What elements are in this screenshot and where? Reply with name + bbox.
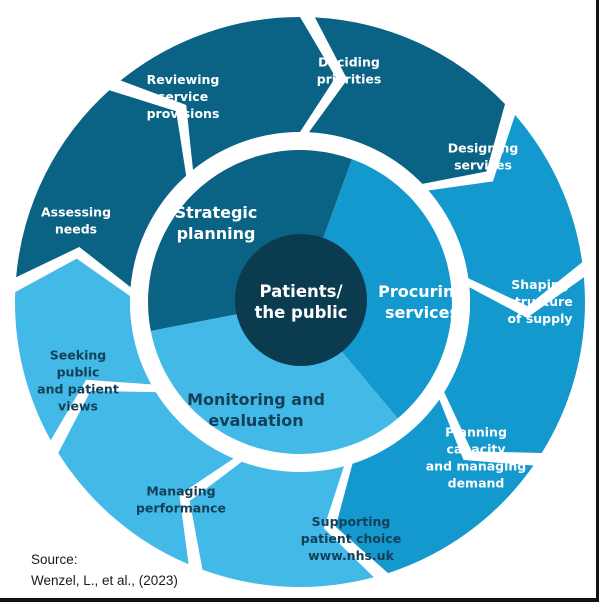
step-planning-capacity-managing-demand: Planning capacity and managing demand <box>335 399 534 574</box>
step-label-deciding-priorities-line: priorities <box>317 72 382 87</box>
step-label-deciding-priorities-line: Deciding <box>318 55 380 70</box>
center-label-line: Patients/ <box>260 282 344 301</box>
stage-label-monitoring-evaluation-line: Monitoring and <box>187 390 325 409</box>
source-note: Source: Wenzel, L., et al., (2023) <box>31 549 178 591</box>
step-managing-performance: Managing performance <box>58 390 234 565</box>
stage-label-strategic-planning: Strategic planning <box>175 203 258 243</box>
step-label-shaping-structure-of-supply-line: Shaping <box>511 277 568 292</box>
center-hub: Patients/the public <box>235 234 367 366</box>
step-label-planning-capacity-managing-demand-line: Planning <box>445 424 507 439</box>
step-label-planning-capacity-managing-demand: Planning capacity and managing demand <box>426 424 527 490</box>
step-supporting-patient-choice: Supporting patient choice www.nhs.uk <box>189 461 401 588</box>
step-label-supporting-patient-choice: Supporting patient choice www.nhs.uk <box>301 514 401 563</box>
step-label-seeking-public-patient-views-line: and patient <box>37 381 119 396</box>
arrow-planning-capacity-managing-demand <box>335 399 534 574</box>
step-label-designing-services: Designing services <box>448 140 519 172</box>
stage-procuring-services: Procuring services <box>300 159 466 419</box>
step-label-planning-capacity-managing-demand-line: demand <box>448 475 505 490</box>
step-label-shaping-structure-of-supply: Shaping structure of supply <box>507 277 572 326</box>
stage-label-procuring-services: Procuring services <box>378 282 466 322</box>
stage-label-strategic-planning-line: Strategic <box>175 203 258 222</box>
arrow-shaping-structure-of-supply <box>444 277 585 453</box>
source-label: Source: <box>31 552 78 567</box>
step-label-managing-performance-line: Managing <box>146 483 215 498</box>
step-label-designing-services-line: services <box>454 157 512 172</box>
step-label-assessing-needs-line: needs <box>55 221 97 236</box>
step-seeking-public-patient-views: Seeking public and patient views <box>15 258 152 441</box>
step-label-seeking-public-patient-views-line: public <box>57 364 100 379</box>
step-label-deciding-priorities: Deciding priorities <box>317 55 382 87</box>
stage-label-monitoring-evaluation-line: evaluation <box>208 411 303 430</box>
step-label-reviewing-service-provisions-line: Reviewing <box>147 72 220 87</box>
step-label-supporting-patient-choice-line: Supporting <box>312 514 391 529</box>
step-label-designing-services-line: Designing <box>448 140 519 155</box>
stage-label-strategic-planning-line: planning <box>177 224 256 243</box>
step-reviewing-service-provisions: Reviewing service provisions <box>120 16 336 170</box>
stage-label-procuring-services-line: services <box>385 303 459 322</box>
step-label-seeking-public-patient-views-line: views <box>58 398 98 413</box>
arrow-designing-services <box>428 115 583 306</box>
step-label-shaping-structure-of-supply-line: structure <box>507 294 572 309</box>
step-label-shaping-structure-of-supply-line: of supply <box>507 311 572 326</box>
sector-procuring-services <box>300 159 452 419</box>
step-designing-services: Designing services <box>428 115 583 306</box>
step-label-seeking-public-patient-views-line: Seeking <box>50 347 106 362</box>
step-label-reviewing-service-provisions-line: provisions <box>147 106 220 121</box>
arrow-assessing-needs <box>16 90 187 288</box>
stage-monitoring-evaluation: Monitoring and evaluation <box>150 302 398 454</box>
step-label-assessing-needs: Assessing needs <box>41 204 111 236</box>
stage-label-procuring-services-line: Procuring <box>378 282 466 301</box>
step-shaping-structure-of-supply: Shaping structure of supply <box>444 277 585 453</box>
arrow-reviewing-service-provisions <box>120 16 336 170</box>
step-label-reviewing-service-provisions: Reviewing service provisions <box>147 72 220 121</box>
step-label-reviewing-service-provisions-line: service <box>158 89 208 104</box>
sector-monitoring-evaluation <box>150 302 398 454</box>
outer-steps-ring: Assessing needs Reviewing service provisions… <box>15 16 585 588</box>
stage-label-monitoring-evaluation: Monitoring and evaluation <box>187 390 325 430</box>
step-label-supporting-patient-choice-line: patient choice <box>301 531 401 546</box>
arrow-seeking-public-patient-views <box>15 258 152 441</box>
step-assessing-needs: Assessing needs <box>16 90 187 288</box>
step-label-planning-capacity-managing-demand-line: capacity <box>446 441 505 456</box>
arrow-deciding-priorities <box>308 17 505 184</box>
step-label-managing-performance-line: performance <box>136 501 226 516</box>
center-label: Patients/the public <box>254 282 347 322</box>
source-citation: Wenzel, L., et al., (2023) <box>31 573 178 588</box>
arrow-supporting-patient-choice <box>189 461 374 588</box>
step-label-planning-capacity-managing-demand-line: and managing <box>426 458 527 473</box>
center-circle <box>235 234 367 366</box>
arrow-managing-performance <box>58 390 234 565</box>
step-deciding-priorities: Deciding priorities <box>308 17 505 184</box>
step-label-assessing-needs-line: Assessing <box>41 204 111 219</box>
center-label-line: the public <box>254 303 347 322</box>
step-label-managing-performance: Managing performance <box>136 483 226 515</box>
step-label-supporting-patient-choice-line: www.nhs.uk <box>308 548 394 563</box>
step-label-seeking-public-patient-views: Seeking public and patient views <box>37 347 119 413</box>
